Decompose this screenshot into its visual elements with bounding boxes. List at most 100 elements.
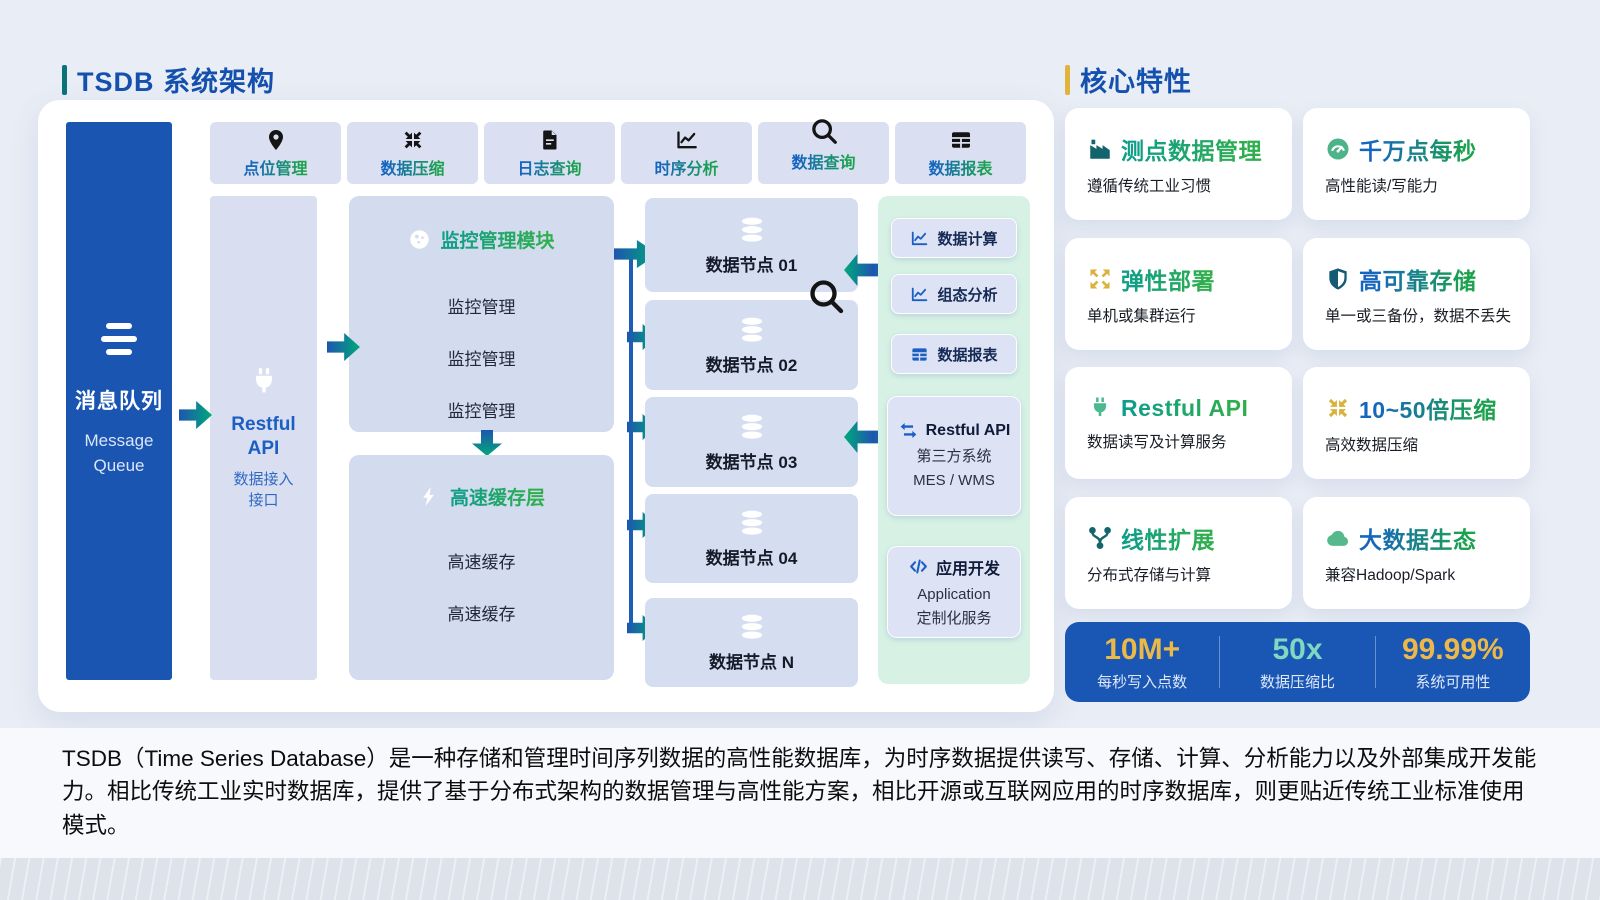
feature-box-log-query: 日志查询 xyxy=(484,122,615,184)
stat-value: 10M+ xyxy=(1104,632,1181,666)
gauge-icon xyxy=(1325,136,1351,162)
feature-card-point-data-management: 测点数据管理 遵循传统工业习惯 xyxy=(1065,108,1292,220)
menu-lines-icon xyxy=(101,323,137,356)
code-icon xyxy=(908,556,929,577)
feature-card-title: 大数据生态 xyxy=(1359,521,1477,555)
third-party-line: 第三方系统 xyxy=(916,448,992,466)
database-icon xyxy=(736,508,768,540)
feature-box-label: 数据查询 xyxy=(791,149,855,173)
stat-divider xyxy=(1374,636,1376,688)
feature-card-subtitle: 单一或三备份，数据不丢失 xyxy=(1325,308,1512,325)
stat-value: 50x xyxy=(1272,632,1323,666)
feature-card-title: 弹性部署 xyxy=(1121,262,1215,296)
feature-box-point-management: 点位管理 xyxy=(210,122,341,184)
compress-arrows-icon xyxy=(401,128,425,152)
location-pin-icon xyxy=(264,128,288,152)
title-accent-bar-gold xyxy=(1065,64,1070,95)
feature-card-subtitle: 高效数据压缩 xyxy=(1325,437,1419,454)
swap-arrows-icon xyxy=(898,420,919,441)
branch-icon xyxy=(1087,525,1113,551)
plug-icon xyxy=(247,365,281,399)
feature-card-title: 10~50倍压缩 xyxy=(1359,391,1497,425)
ingest-subtitle: 数据接入接口 xyxy=(233,470,294,509)
feature-card-linear-scaling: 线性扩展 分布式存储与计算 xyxy=(1065,497,1292,609)
document-icon xyxy=(538,128,562,152)
feature-card-reliable-storage: 高可靠存储 单一或三备份，数据不丢失 xyxy=(1303,238,1530,350)
compress-arrows-icon xyxy=(1325,395,1351,421)
search-icon xyxy=(806,276,846,316)
data-node-03: 数据节点 03 xyxy=(645,397,858,487)
search-icon xyxy=(809,116,839,146)
app-dev-line: Application xyxy=(917,585,991,603)
stat-label: 数据压缩比 xyxy=(1259,673,1335,691)
connector-spine-line xyxy=(629,252,633,628)
monitor-item: 监控管理 xyxy=(447,350,516,369)
arrow-down-monitor-to-cache xyxy=(472,430,502,456)
message-queue-box: 消息队列 Message Queue xyxy=(66,122,172,680)
line-chart-icon xyxy=(675,128,699,152)
feature-card-bigdata-ecosystem: 大数据生态 兼容Hadoop/Spark xyxy=(1303,497,1530,609)
cache-item: 高速缓存 xyxy=(447,605,516,624)
feature-box-label: 日志查询 xyxy=(517,155,581,179)
stats-bar: 10M+ 每秒写入点数 50x 数据压缩比 99.99% 系统可用性 xyxy=(1065,622,1530,702)
feature-card-compression-ratio: 10~50倍压缩 高效数据压缩 xyxy=(1303,367,1530,479)
data-node-04: 数据节点 04 xyxy=(645,494,858,583)
app-dev-title: 应用开发 xyxy=(935,560,1000,578)
service-card-label: 数据计算 xyxy=(937,230,998,248)
third-party-line: MES / WMS xyxy=(913,472,995,489)
expand-arrows-icon xyxy=(1087,266,1113,292)
feature-box-timeseries-analysis: 时序分析 xyxy=(621,122,752,184)
restful-api-ingest-box: Restful API 数据接入接口 xyxy=(210,196,317,680)
stat-compression-ratio: 50x 数据压缩比 xyxy=(1220,633,1374,692)
bottom-decor-strip xyxy=(0,858,1600,900)
factory-icon xyxy=(1087,136,1113,162)
cache-layer-title: 高速缓存层 xyxy=(450,483,545,510)
service-card-data-report: 数据报表 xyxy=(891,334,1017,374)
feature-card-ten-million-per-second: 千万点每秒 高性能读/写能力 xyxy=(1303,108,1530,220)
stat-availability: 99.99% 系统可用性 xyxy=(1376,633,1530,692)
stat-write-points: 10M+ 每秒写入点数 xyxy=(1065,633,1219,692)
line-chart-icon xyxy=(910,229,929,248)
plug-icon xyxy=(1087,395,1113,421)
feature-card-subtitle: 数据读写及计算服务 xyxy=(1087,433,1227,451)
data-node-label: 数据节点 N xyxy=(709,653,794,672)
services-panel: 数据计算 组态分析 数据报表 Restful API 第三方系统 MES / W… xyxy=(878,196,1030,684)
ingest-title: Restful API xyxy=(231,414,296,459)
app-dev-card: 应用开发 Application 定制化服务 xyxy=(887,546,1021,638)
message-queue-title: 消息队列 xyxy=(75,390,163,414)
feature-card-restful-api: Restful API 数据读写及计算服务 xyxy=(1065,367,1292,479)
monitor-item: 监控管理 xyxy=(447,298,516,317)
message-queue-subtitle: Message Queue xyxy=(84,431,154,475)
cache-layer-box: 高速缓存层 高速缓存 高速缓存 xyxy=(349,455,614,680)
table-icon xyxy=(910,345,929,364)
tsdb-description: TSDB（Time Series Database）是一种存储和管理时间序列数据… xyxy=(62,746,1537,838)
feature-card-subtitle: 兼容Hadoop/Spark xyxy=(1325,567,1456,584)
feature-card-subtitle: 分布式存储与计算 xyxy=(1087,567,1212,584)
data-node-label: 数据节点 04 xyxy=(705,549,798,568)
feature-box-label: 数据压缩 xyxy=(380,155,444,179)
monitor-item: 监控管理 xyxy=(447,402,516,421)
stat-divider xyxy=(1219,636,1221,688)
title-accent-bar xyxy=(62,64,67,95)
architecture-panel: 消息队列 Message Queue 点位管理 数据压缩 日志查询 时序分析 数… xyxy=(38,100,1054,712)
third-party-api-card: Restful API 第三方系统 MES / WMS xyxy=(887,396,1021,516)
feature-card-title: 线性扩展 xyxy=(1121,521,1215,555)
feature-card-title: 千万点每秒 xyxy=(1359,132,1477,166)
line-chart-icon xyxy=(910,285,929,304)
feature-card-subtitle: 单机或集群运行 xyxy=(1087,308,1196,325)
monitor-module-header: 监控管理模块 xyxy=(349,226,614,253)
data-node-label: 数据节点 03 xyxy=(705,452,798,472)
dashboard-icon xyxy=(408,228,431,251)
shield-icon xyxy=(1325,266,1351,292)
monitor-module-title: 监控管理模块 xyxy=(440,226,554,253)
service-card-label: 数据报表 xyxy=(937,346,998,364)
architecture-section-title: TSDB 系统架构 xyxy=(62,60,275,99)
feature-box-data-report: 数据报表 xyxy=(895,122,1026,184)
service-card-label: 组态分析 xyxy=(937,286,998,304)
data-node-label: 数据节点 01 xyxy=(705,255,798,275)
features-section-title: 核心特性 xyxy=(1065,60,1192,99)
feature-box-data-query: 数据查询 xyxy=(758,118,889,184)
architecture-title-text: TSDB 系统架构 xyxy=(77,67,275,97)
feature-card-title: 测点数据管理 xyxy=(1121,132,1262,166)
feature-box-data-compression: 数据压缩 xyxy=(347,122,478,184)
